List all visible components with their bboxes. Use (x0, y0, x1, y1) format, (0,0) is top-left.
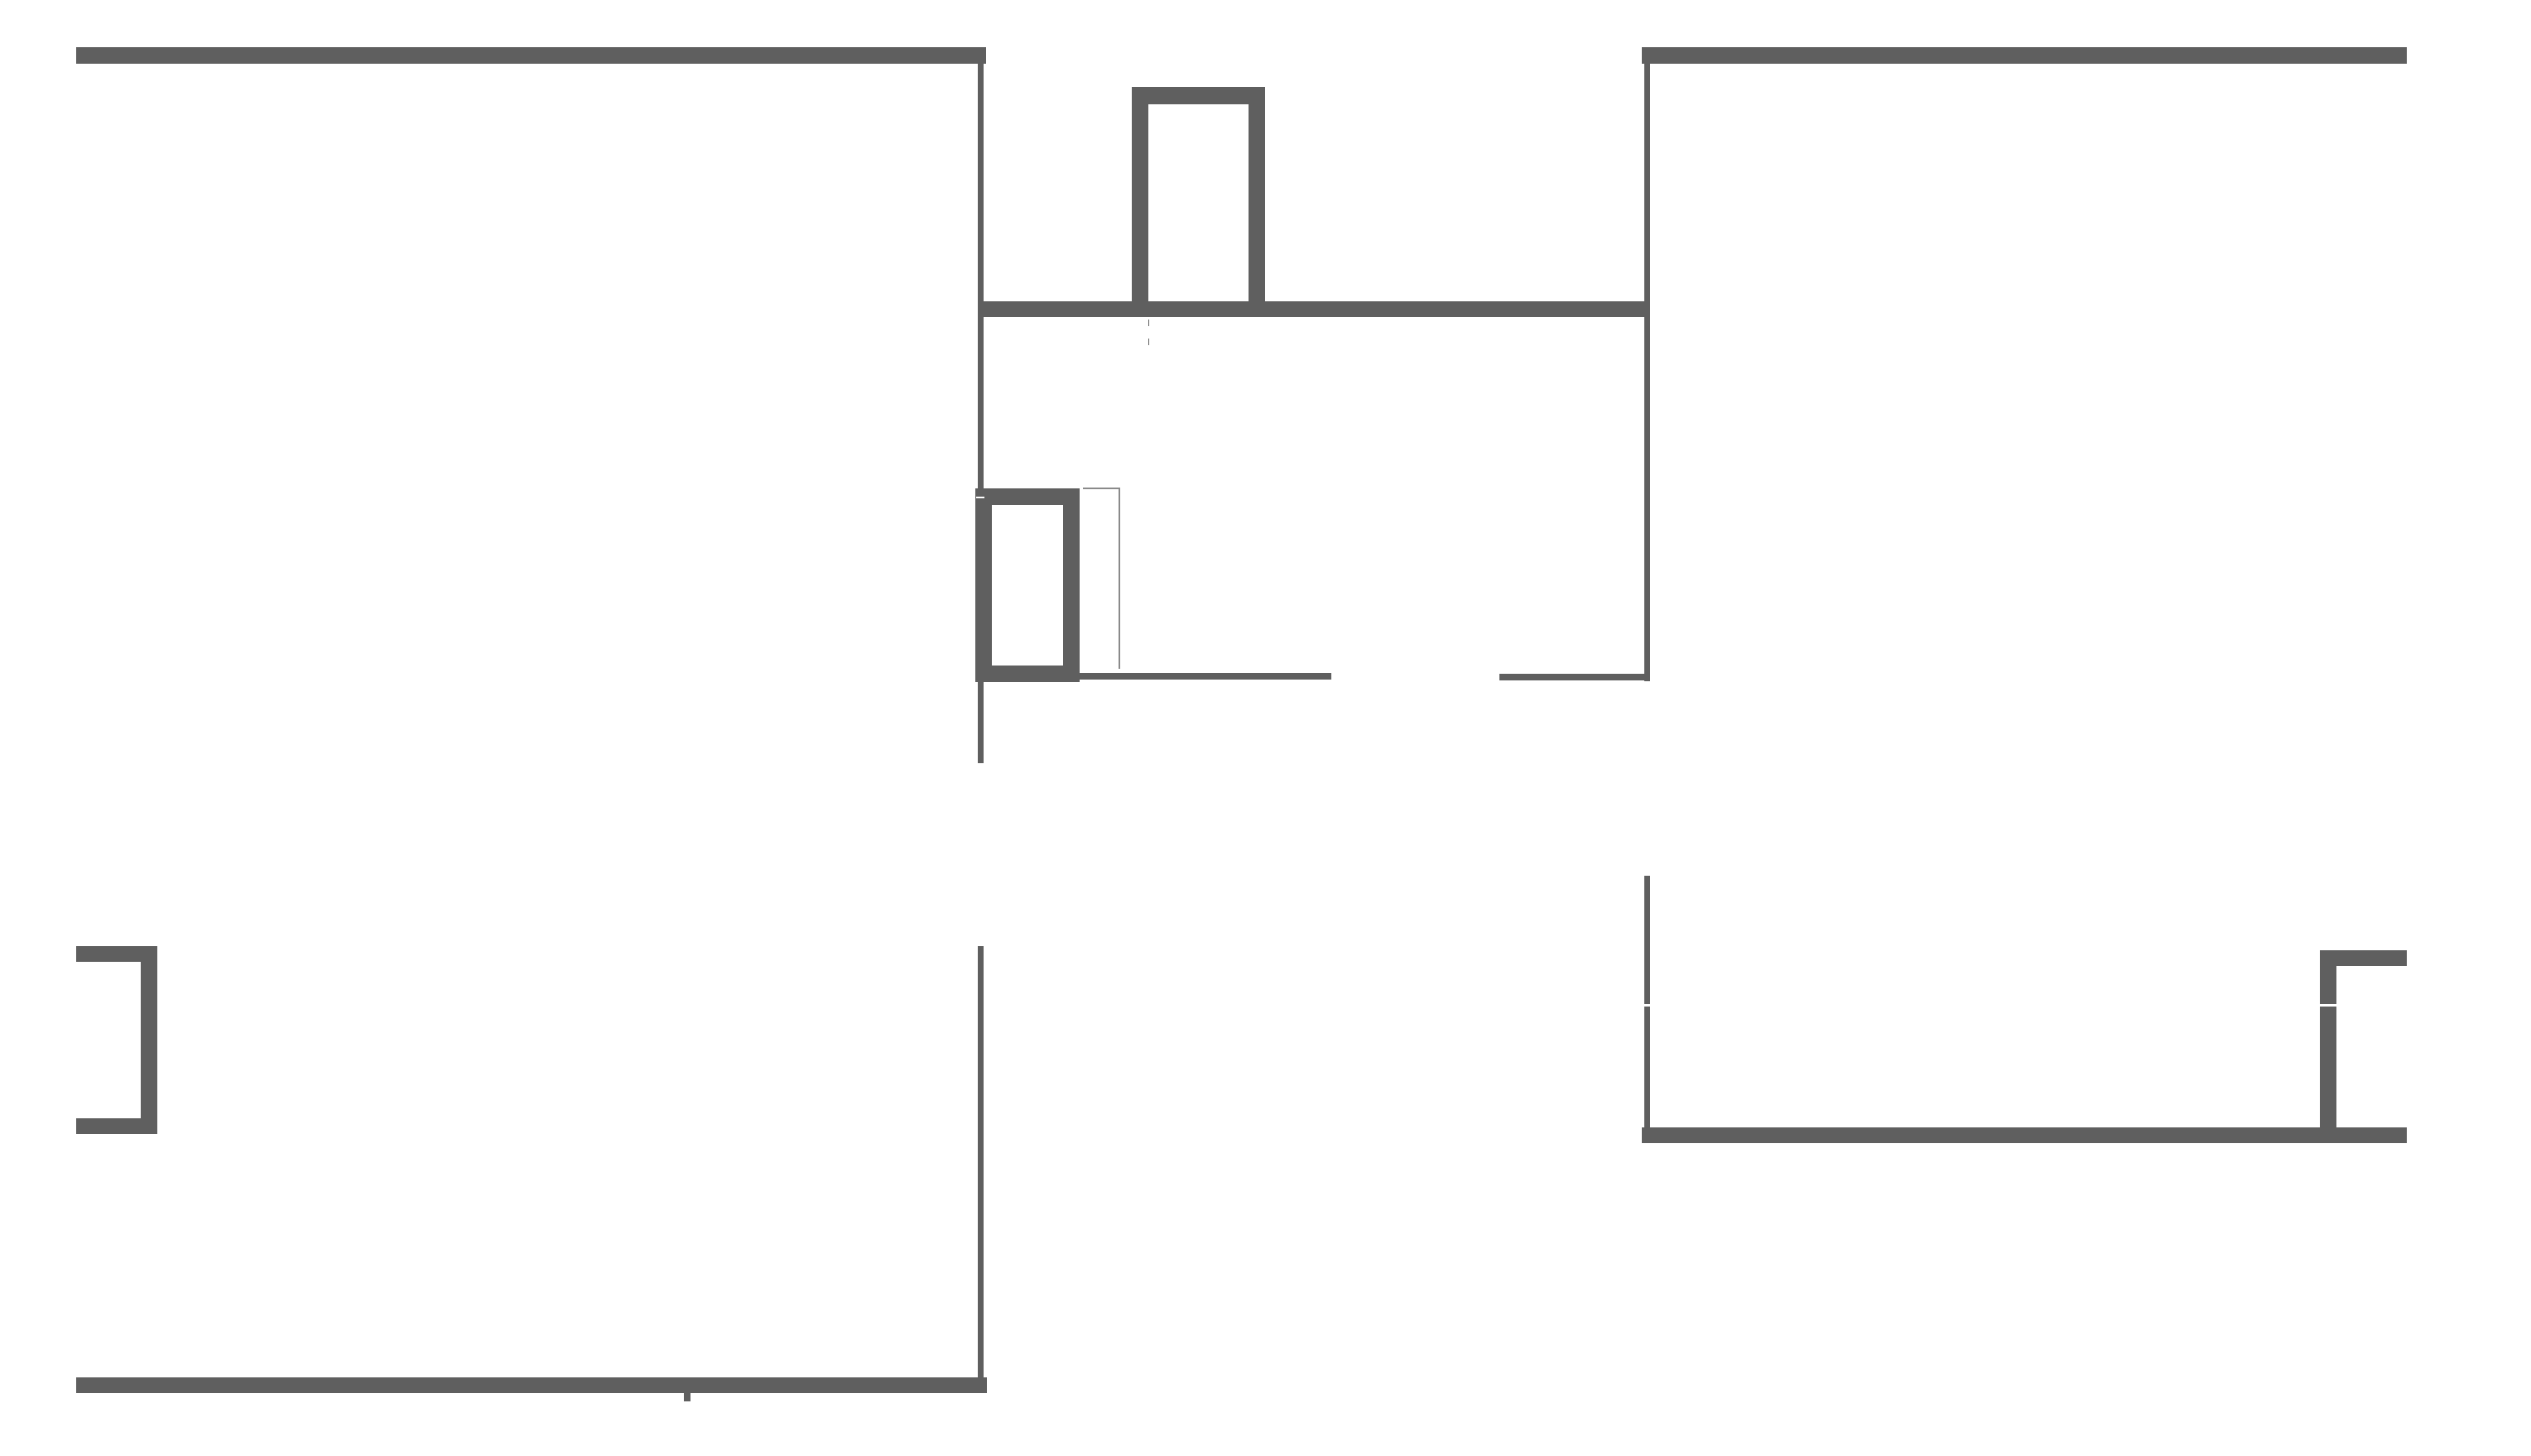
left-closet-door-outline (1083, 488, 1120, 669)
right-partition-wall-upper (1644, 64, 1650, 681)
closet-door-swing-marker (1148, 320, 1149, 326)
left-closet-top-wall (975, 488, 1080, 505)
right-bracket-vertical (2320, 950, 2336, 1127)
right-bracket-opening (2320, 950, 2407, 1127)
left-bracket-top-arm (76, 946, 157, 962)
top-closet-left-wall (1132, 87, 1148, 302)
left-partition-wall-lower (978, 946, 984, 1385)
left-closet-left-wall (975, 488, 992, 682)
bottom-wall-tick (684, 1393, 690, 1401)
top-closet-top-wall (1132, 87, 1265, 104)
right-bracket-gap-mark (2320, 1004, 2336, 1007)
top-closet (1132, 87, 1265, 302)
left-closet-bottom-wall (975, 666, 1080, 682)
left-bracket-vertical (141, 946, 157, 1134)
right-partition-gap-mark (1643, 1004, 1651, 1007)
left-closet-right-wall (1063, 488, 1080, 682)
left-closet-label-mark (976, 497, 984, 498)
lower-corridor-wall-left (1080, 673, 1331, 680)
bottom-left-wall (76, 1377, 987, 1393)
left-bracket-bottom-arm (76, 1118, 157, 1134)
top-left-wall (76, 47, 986, 64)
lower-corridor-wall-right (1499, 674, 1650, 680)
left-closet (975, 488, 1120, 682)
right-bracket-top-arm (2320, 950, 2407, 966)
top-right-wall (1642, 47, 2407, 64)
left-partition-wall-upper (978, 64, 984, 763)
top-closet-right-wall (1249, 87, 1265, 302)
bottom-right-wall (1642, 1127, 2407, 1143)
closet-door-swing-marker (1148, 339, 1149, 345)
middle-horizontal-wall (984, 301, 1644, 317)
left-bracket-opening (76, 946, 157, 1134)
